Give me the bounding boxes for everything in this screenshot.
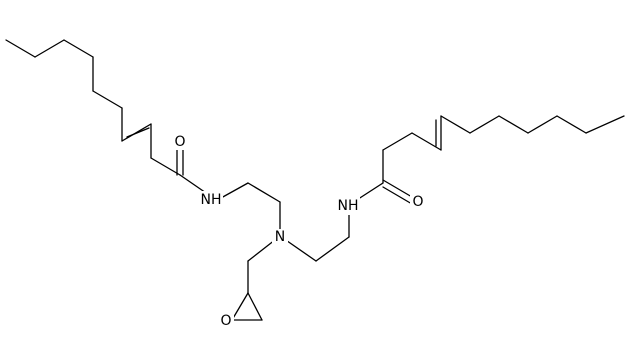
bond xyxy=(247,182,281,203)
bond xyxy=(5,39,36,58)
oxygen-atom-label: O xyxy=(220,313,231,329)
bond xyxy=(411,132,442,151)
bond xyxy=(440,115,471,134)
epoxide-ring-bond xyxy=(247,292,263,321)
bond xyxy=(382,132,413,151)
bond xyxy=(315,236,350,262)
bond xyxy=(150,157,181,176)
nitrogen-atom-label: NH xyxy=(201,192,222,208)
bond xyxy=(585,115,625,134)
bond xyxy=(92,90,123,109)
oxygen-atom-label: O xyxy=(174,134,185,150)
carbonyl-bond xyxy=(382,179,413,198)
bonds xyxy=(5,39,625,321)
bond xyxy=(63,39,94,58)
bond xyxy=(498,115,529,134)
nitrogen-atom-label: N xyxy=(275,229,285,245)
carbonyl-bond xyxy=(382,186,413,205)
bond xyxy=(527,115,558,134)
bond xyxy=(469,115,500,134)
double-bond-inner-line xyxy=(126,127,150,138)
nitrogen-atom-label: NH xyxy=(338,198,359,214)
atom-labels: O NH N NH O O xyxy=(172,134,426,329)
epoxide-ring-bond xyxy=(231,292,249,321)
bond xyxy=(556,115,587,134)
bond xyxy=(34,39,65,58)
oxygen-atom-label: O xyxy=(412,194,423,210)
